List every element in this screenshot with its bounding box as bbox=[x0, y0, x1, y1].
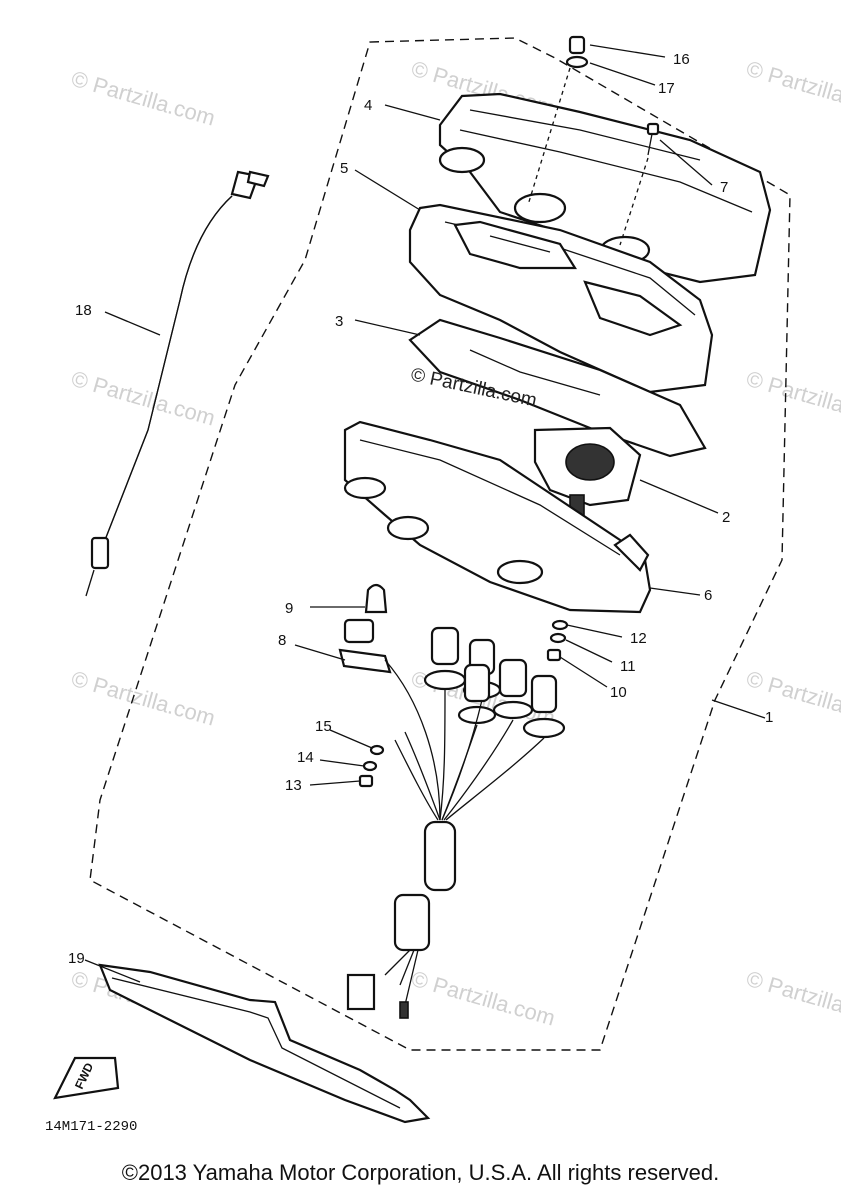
part-3-inner-panel bbox=[408, 318, 707, 458]
part-10-nut bbox=[546, 648, 562, 662]
callout-5: 5 bbox=[340, 160, 348, 177]
socket-cluster bbox=[423, 626, 566, 739]
diagram-code: 14M171-2290 bbox=[45, 1119, 137, 1135]
wiring-harness bbox=[346, 659, 545, 1019]
part-12-screw bbox=[551, 619, 569, 631]
watermark: © Partzilla.com bbox=[69, 666, 218, 731]
part-6-lower-case bbox=[343, 420, 652, 614]
part-9-bulb bbox=[364, 583, 388, 614]
callout-16: 16 bbox=[673, 51, 690, 68]
part-11-washer bbox=[549, 632, 567, 644]
callout-4: 4 bbox=[364, 97, 372, 114]
watermark: © Partzilla.com bbox=[409, 966, 558, 1031]
part-14-washer bbox=[362, 760, 378, 772]
callout-2: 2 bbox=[722, 509, 730, 526]
part-2-meter-unit bbox=[533, 426, 642, 524]
part-7-screw bbox=[646, 122, 660, 156]
callouts: 1 2 3 4 5 6 7 8 9 10 11 12 13 14 15 16 1… bbox=[68, 51, 773, 967]
part-17-washer bbox=[565, 55, 589, 69]
part-8-socket bbox=[338, 618, 392, 674]
part-19-cover-strip bbox=[98, 963, 431, 1124]
callout-11: 11 bbox=[620, 658, 636, 675]
callout-7: 7 bbox=[720, 179, 728, 196]
callout-10: 10 bbox=[610, 684, 627, 701]
watermark: © Partzilla.com bbox=[744, 56, 841, 121]
assembly-boundary bbox=[89, 37, 791, 1051]
part-13-nut bbox=[358, 774, 374, 788]
watermark: © Partzilla.com bbox=[744, 366, 841, 431]
callout-1: 1 bbox=[765, 709, 773, 726]
watermark: © Partzilla.com bbox=[744, 966, 841, 1031]
callout-19: 19 bbox=[68, 950, 85, 967]
leader-lines bbox=[84, 44, 766, 983]
watermark: © Partzilla.com bbox=[69, 366, 218, 431]
callout-3: 3 bbox=[335, 313, 343, 330]
copyright-notice: ©2013 Yamaha Motor Corporation, U.S.A. A… bbox=[121, 1160, 720, 1185]
callout-18: 18 bbox=[75, 302, 92, 319]
callout-14: 14 bbox=[297, 749, 314, 766]
callout-17: 17 bbox=[658, 80, 675, 97]
callout-9: 9 bbox=[285, 600, 293, 617]
watermark: © Partzilla.com bbox=[744, 666, 841, 731]
callout-15: 15 bbox=[315, 718, 332, 735]
callout-8: 8 bbox=[278, 632, 286, 649]
callout-6: 6 bbox=[704, 587, 712, 604]
watermark: © Partzilla.com bbox=[69, 66, 218, 131]
fwd-arrow: FWD bbox=[53, 1056, 120, 1100]
part-5-meter-housing bbox=[408, 203, 714, 394]
part-16-screw bbox=[568, 35, 586, 55]
callout-12: 12 bbox=[630, 630, 647, 647]
part-15-screw bbox=[369, 744, 385, 756]
callout-13: 13 bbox=[285, 777, 302, 794]
part-18-cable bbox=[85, 170, 270, 597]
